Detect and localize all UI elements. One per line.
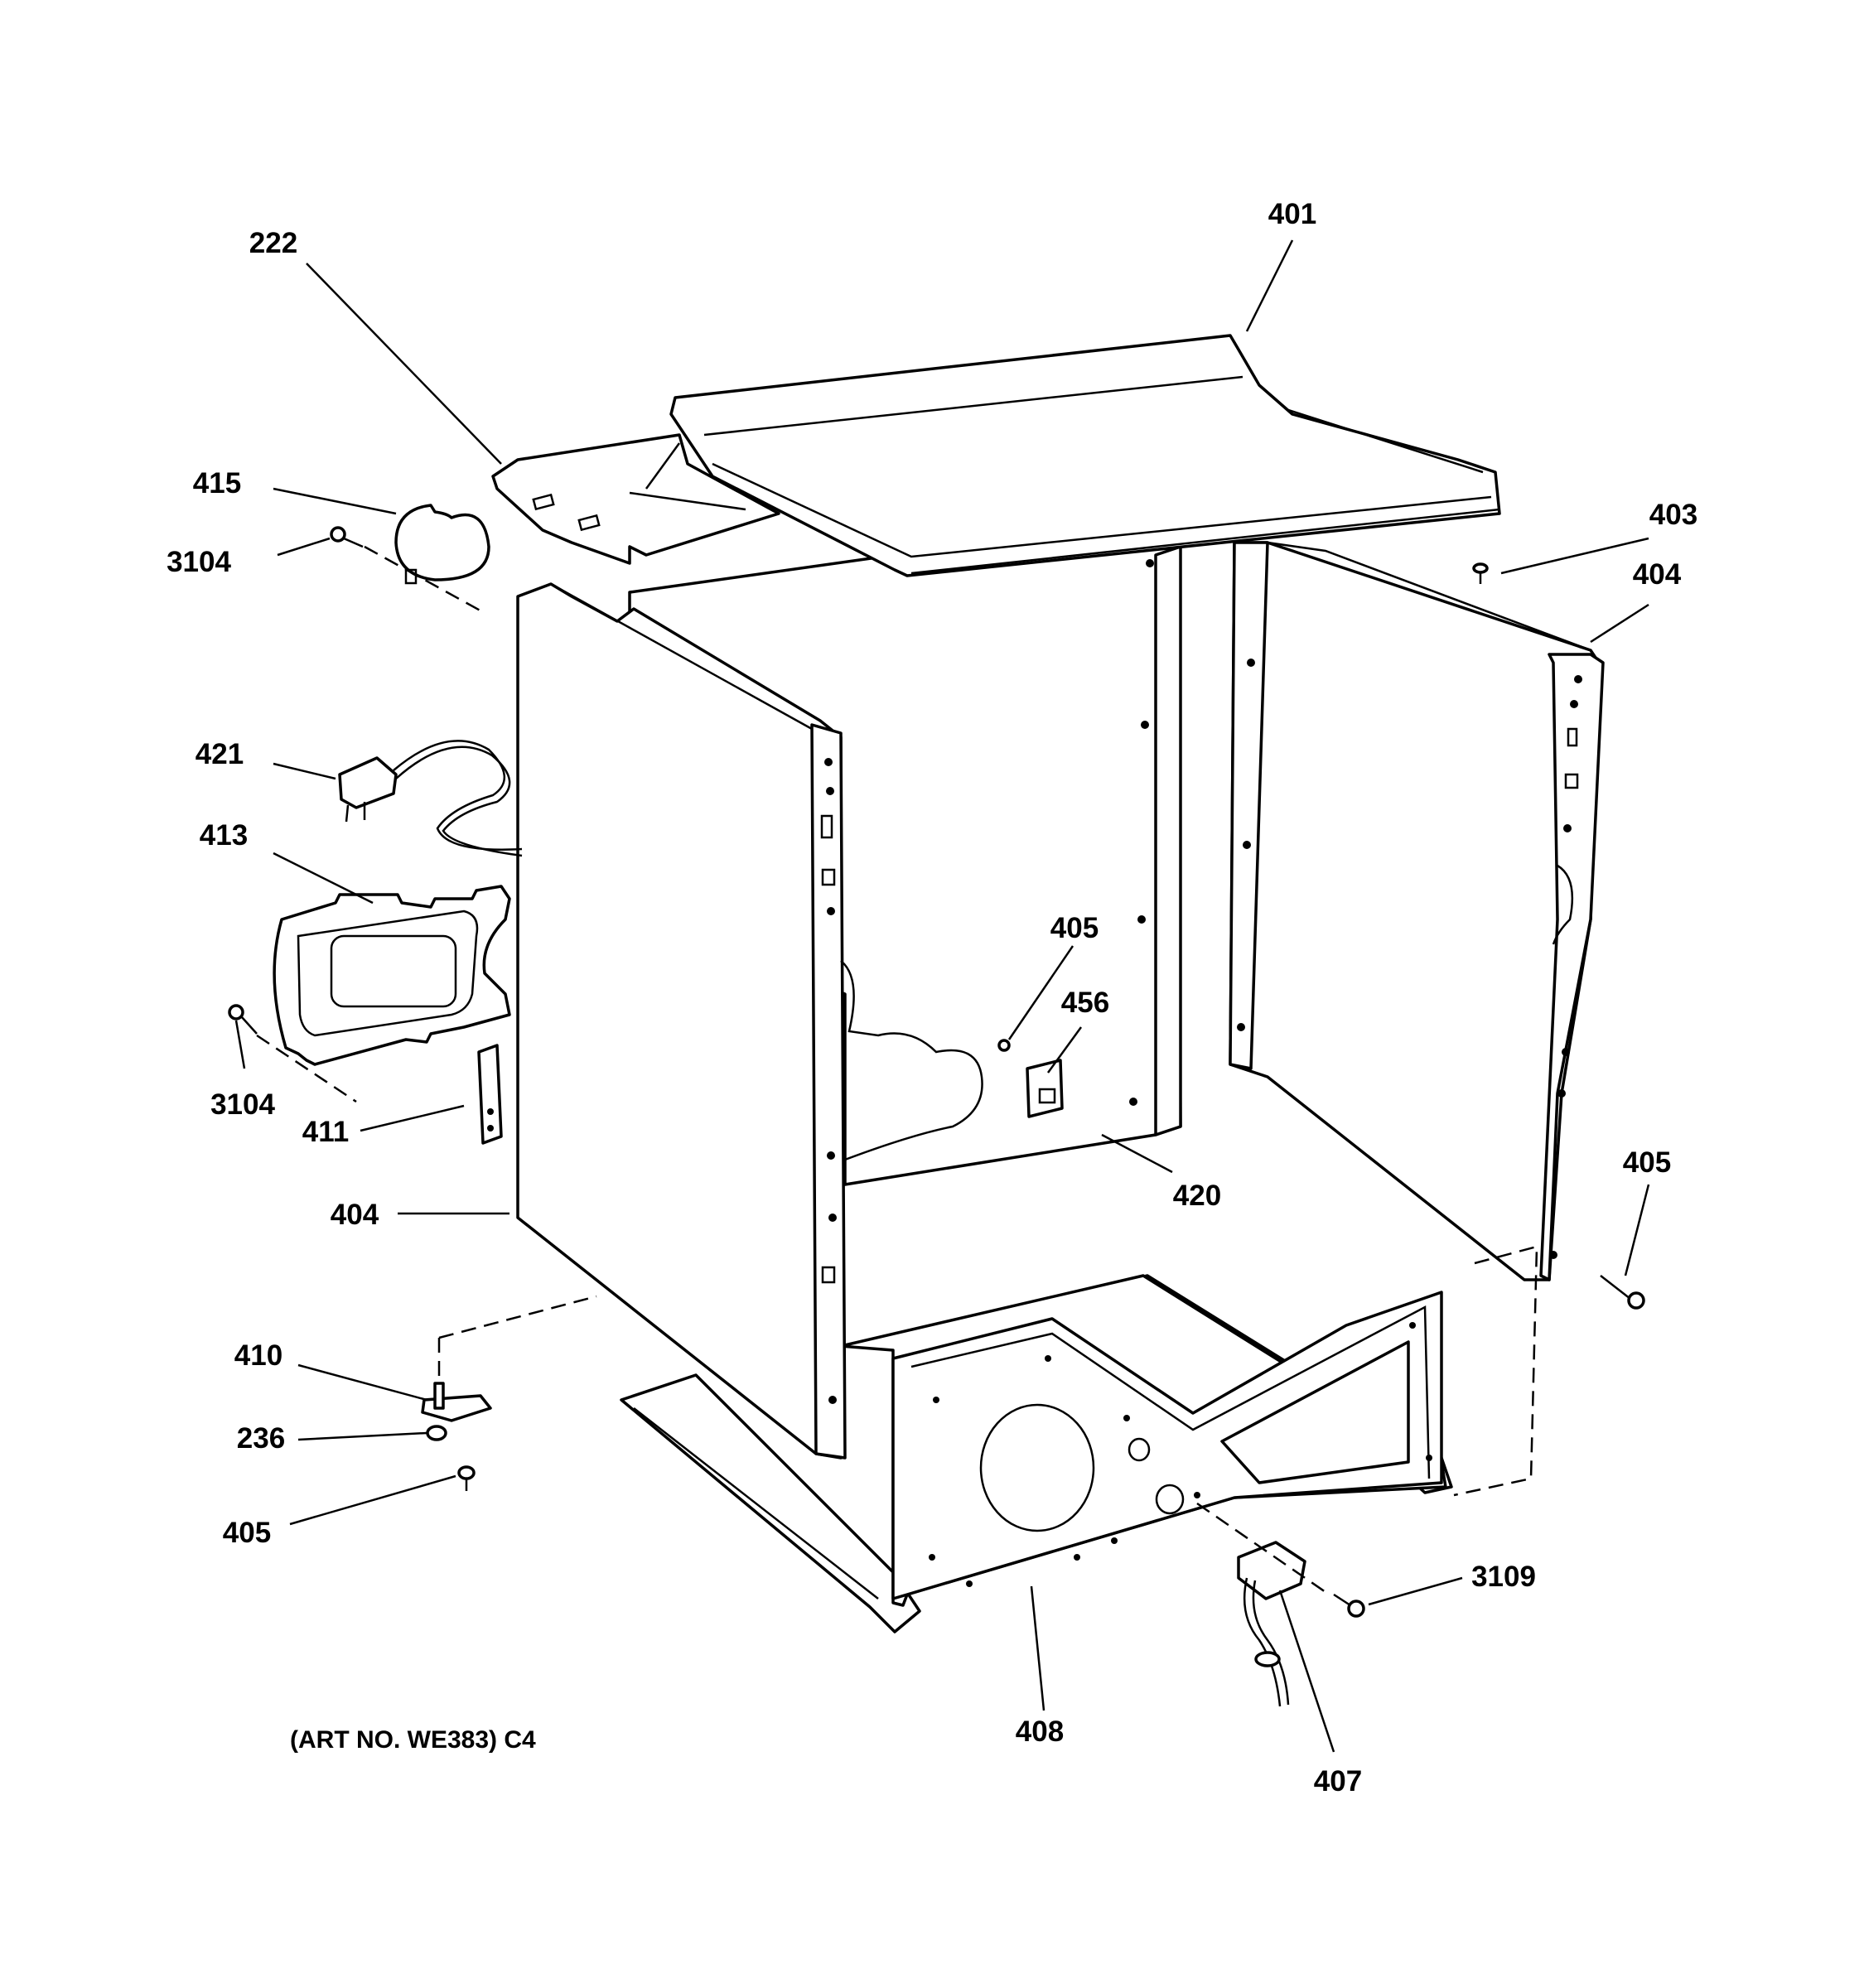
callout-411: 411	[302, 1116, 349, 1148]
callout-408: 408	[1016, 1715, 1064, 1748]
exhaust-opening	[979, 1403, 1095, 1532]
callout-3109: 3109	[1471, 1561, 1536, 1593]
screw-part-405-rear	[997, 1039, 1011, 1052]
screw-part-3109	[1333, 1593, 1365, 1618]
back-panel-part-222	[491, 433, 780, 565]
access-cover-part-413	[273, 885, 511, 1066]
power-cord-part-421	[338, 740, 523, 857]
base-frame-part-408	[620, 1274, 1453, 1633]
callout-404-right: 404	[1633, 558, 1682, 591]
callout-401: 401	[1268, 198, 1316, 230]
top-cover-part-401	[669, 334, 1501, 577]
callout-420: 420	[1173, 1180, 1221, 1212]
assembly-guide-lines	[256, 545, 1538, 1594]
callout-407: 407	[1314, 1765, 1362, 1797]
callout-404-left: 404	[331, 1199, 379, 1231]
callout-236: 236	[237, 1422, 285, 1455]
screw-part-3104-top	[330, 526, 364, 548]
callout-403: 403	[1649, 499, 1697, 531]
callout-405-right: 405	[1623, 1146, 1671, 1179]
leader-lines	[234, 239, 1650, 1753]
callout-labels: 401 222 415 3104 403 404 421 413 405 456…	[167, 198, 1697, 1797]
bracket-part-411	[477, 1044, 503, 1145]
screw-part-405-bottom	[457, 1465, 476, 1491]
callout-410: 410	[234, 1339, 282, 1372]
right-side-panel-part-404	[1229, 541, 1605, 1281]
art-number: (ART NO. WE383) C4	[290, 1726, 536, 1754]
callout-405-middle: 405	[1050, 912, 1099, 944]
screw-part-3104-bottom	[228, 1004, 258, 1035]
hinge-part-410	[421, 1382, 492, 1422]
screw-part-403	[1472, 562, 1489, 584]
callout-456: 456	[1061, 987, 1109, 1019]
callout-405-bottom: 405	[223, 1517, 271, 1549]
callout-3104-top: 3104	[167, 546, 231, 578]
foot-part-236	[426, 1425, 447, 1441]
callout-3104-bottom: 3104	[210, 1088, 275, 1121]
left-side-panel-part-404	[516, 582, 983, 1460]
screw-part-405-right	[1600, 1275, 1645, 1310]
callout-413: 413	[200, 819, 248, 852]
wire-harness-part-407	[1237, 1541, 1306, 1707]
callout-421: 421	[196, 738, 244, 770]
callout-415: 415	[193, 467, 241, 499]
callout-222: 222	[249, 227, 297, 259]
